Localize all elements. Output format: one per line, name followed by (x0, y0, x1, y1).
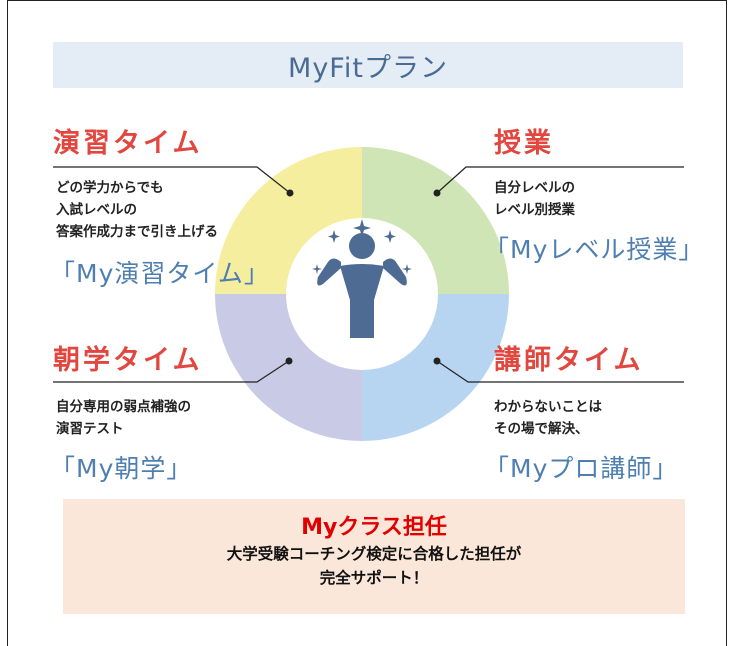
section-brand-asagaku: 「My朝学」 (50, 454, 193, 483)
desc-line: 入試レベルの (56, 202, 137, 218)
plan-title: MyFitプラン (288, 52, 448, 84)
section-brand-koshi: 「Myプロ講師」 (484, 454, 679, 483)
section-title-enshu: 演習タイム (53, 128, 203, 159)
person-cheering-icon (317, 233, 407, 338)
connector-dot-koshi (433, 357, 441, 365)
connector-dot-jugyo (433, 189, 441, 197)
connector-koshi (436, 360, 684, 383)
section-desc-asagaku: 自分専用の弱点補強の 演習テスト (56, 396, 191, 440)
homeroom-line: 大学受験コーチング検定に合格した担任が (226, 545, 522, 563)
homeroom-box: Myクラス担任 大学受験コーチング検定に合格した担任が 完全サポート！ (63, 499, 685, 614)
connector-jugyo (436, 166, 684, 194)
connector-dot-asagaku (285, 357, 293, 365)
page-frame (7, 0, 727, 646)
desc-line: レベル別授業 (494, 202, 575, 218)
section-title-jugyo: 授業 (494, 128, 554, 159)
section-brand-jugyo: 「Myレベル授業」 (484, 235, 705, 264)
plan-title-band: MyFitプラン (53, 42, 683, 88)
connector-enshu (53, 166, 291, 194)
sparkle-icon (312, 219, 412, 274)
desc-line: 自分レベルの (494, 180, 575, 196)
desc-line: どの学力からでも (56, 180, 164, 196)
section-desc-koshi: わからないことは その場で解決、 (494, 396, 602, 440)
homeroom-line: 完全サポート！ (319, 569, 429, 587)
homeroom-title: Myクラス担任 (301, 515, 447, 540)
desc-line: わからないことは (494, 399, 602, 415)
connector-dot-enshu (286, 189, 294, 197)
desc-line: 答案作成力まで引き上げる (56, 224, 218, 240)
section-title-koshi: 講師タイム (494, 345, 644, 376)
desc-line: その場で解決、 (494, 421, 589, 437)
section-title-asagaku: 朝学タイム (53, 345, 203, 376)
section-desc-enshu: どの学力からでも 入試レベルの 答案作成力まで引き上げる (56, 177, 218, 243)
connector-asagaku (53, 360, 290, 383)
section-brand-enshu: 「My演習タイム」 (50, 259, 270, 288)
section-desc-jugyo: 自分レベルの レベル別授業 (494, 177, 575, 221)
desc-line: 演習テスト (56, 421, 124, 437)
desc-line: 自分専用の弱点補強の (56, 399, 191, 415)
